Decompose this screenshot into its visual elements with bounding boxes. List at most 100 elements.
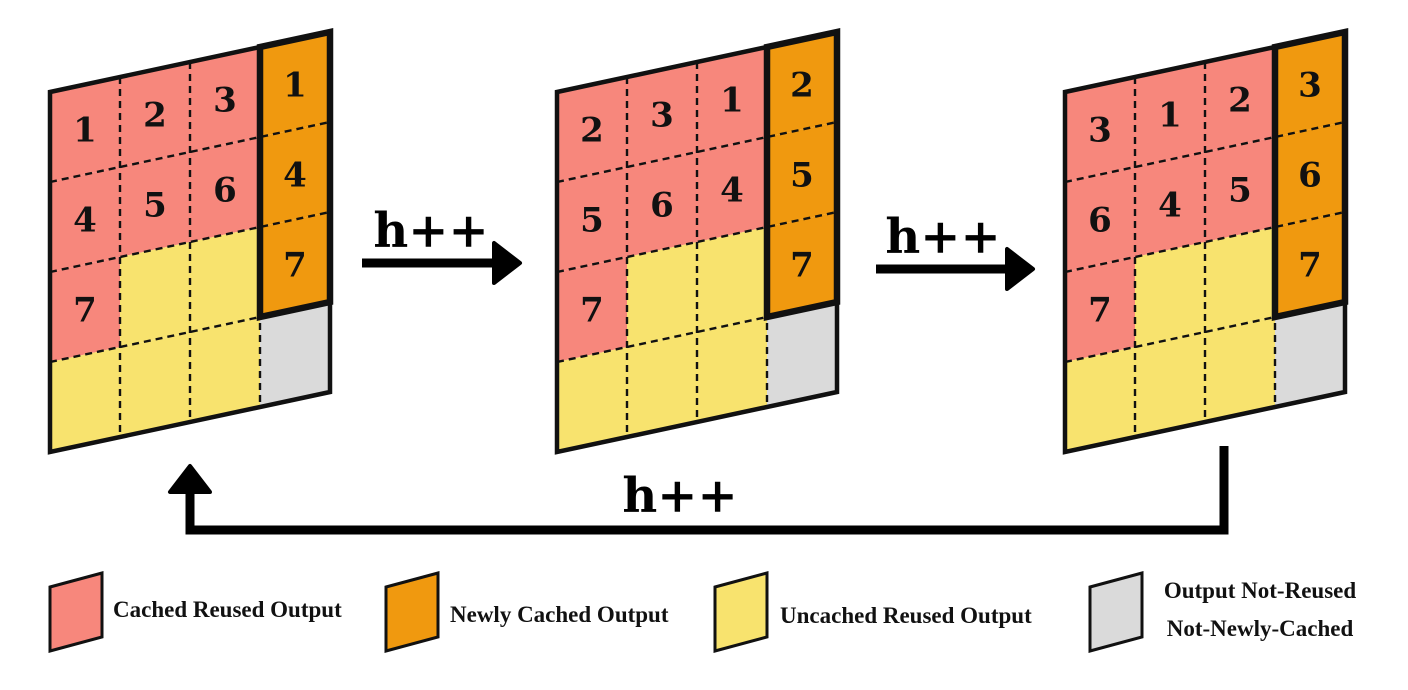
grid-cell-uncached-reused — [1135, 242, 1205, 347]
cell-number: 2 — [143, 96, 167, 136]
grid-cell-newly-cached — [260, 212, 330, 317]
step-arrow-1: h++ — [362, 203, 522, 285]
cell-number: 3 — [1088, 111, 1112, 151]
legend: Cached Reused Output Newly Cached Output U… — [48, 571, 1357, 653]
newly-cached-column-outline — [1271, 27, 1349, 322]
legend-item-uncached-reused: Uncached Reused Output — [713, 571, 1032, 653]
grid-cell-cached-reused — [50, 167, 120, 272]
arrowhead — [168, 464, 212, 494]
grid-cell-uncached-reused — [50, 347, 120, 452]
cell-number: 1 — [283, 66, 307, 106]
grid-cell-newly-cached — [1275, 212, 1345, 317]
grid-cell-uncached-reused — [697, 317, 767, 422]
legend-label: Output Not-Reused — [1164, 578, 1357, 603]
grid-cell-not-reused — [767, 302, 837, 407]
grid-cell-newly-cached — [767, 32, 837, 137]
grid-border — [47, 29, 333, 455]
cell-number: 1 — [1158, 96, 1182, 136]
grid-cell-uncached-reused — [190, 317, 260, 422]
arrowhead — [1005, 247, 1035, 291]
grid-border — [1062, 29, 1348, 455]
cell-number: 5 — [1228, 171, 1252, 211]
newly-cached-column-outline — [763, 27, 841, 322]
grid-cell-not-reused — [1275, 302, 1345, 407]
step-label: h++ — [622, 468, 737, 524]
grid-cell-newly-cached — [767, 212, 837, 317]
legend-swatch — [384, 571, 440, 653]
grid-cell-cached-reused — [697, 137, 767, 242]
grid-cell-uncached-reused — [190, 227, 260, 332]
cell-number: 5 — [143, 186, 167, 226]
grid-cell-newly-cached — [260, 32, 330, 137]
grid-cell-cached-reused — [1135, 152, 1205, 257]
grid-cell-uncached-reused — [697, 227, 767, 332]
cell-number: 6 — [650, 186, 674, 226]
grid-cell-cached-reused — [557, 77, 627, 182]
legend-label: Uncached Reused Output — [780, 603, 1032, 628]
cache-grid-panel-3: 3 1 2 3 6 4 5 6 7 7 — [1062, 27, 1349, 455]
cell-number: 7 — [580, 291, 604, 331]
grid-cell-cached-reused — [1135, 62, 1205, 167]
legend-label: Cached Reused Output — [113, 597, 342, 622]
cell-number: 6 — [1298, 156, 1322, 196]
grid-cell-cached-reused — [557, 167, 627, 272]
cell-number: 3 — [650, 96, 674, 136]
newly-cached-column-outline — [256, 27, 334, 322]
grid-cell-newly-cached — [1275, 32, 1345, 137]
cell-number: 5 — [580, 201, 604, 241]
cell-number: 2 — [580, 111, 604, 151]
grid-cell-newly-cached — [1275, 122, 1345, 227]
grid-cell-newly-cached — [260, 122, 330, 227]
step-arrow-return: h++ — [168, 446, 1229, 535]
legend-item-cached-reused: Cached Reused Output — [48, 571, 342, 653]
grid-cell-cached-reused — [1205, 137, 1275, 242]
grid-cell-cached-reused — [1065, 77, 1135, 182]
legend-swatch — [48, 571, 104, 653]
cell-number: 1 — [720, 81, 744, 121]
legend-swatch — [1088, 571, 1144, 653]
cell-number: 5 — [790, 156, 814, 196]
cell-number: 4 — [283, 156, 307, 196]
grid-cell-cached-reused — [1205, 47, 1275, 152]
step-label: h++ — [885, 209, 1000, 265]
grid-cell-uncached-reused — [120, 332, 190, 437]
grid-cell-cached-reused — [557, 257, 627, 362]
cell-number: 7 — [73, 291, 97, 331]
cell-number: 7 — [1298, 246, 1322, 286]
grid-border — [554, 29, 840, 455]
cell-number: 7 — [1088, 291, 1112, 331]
legend-label: Not-Newly-Cached — [1167, 616, 1354, 641]
grid-cell-cached-reused — [120, 62, 190, 167]
legend-label: Newly Cached Output — [450, 602, 669, 627]
grid-cell-cached-reused — [697, 47, 767, 152]
grid-cell-uncached-reused — [1205, 317, 1275, 422]
cell-number: 4 — [720, 171, 744, 211]
step-label: h++ — [373, 203, 488, 259]
legend-item-newly-cached: Newly Cached Output — [384, 571, 669, 653]
grid-cell-cached-reused — [50, 257, 120, 362]
grid-cell-uncached-reused — [627, 242, 697, 347]
grid-cell-uncached-reused — [1135, 332, 1205, 437]
grid-cell-cached-reused — [1065, 257, 1135, 362]
cell-number: 7 — [790, 246, 814, 286]
arrow-shaft — [185, 446, 1229, 535]
grid-cell-uncached-reused — [557, 347, 627, 452]
step-arrow-2: h++ — [876, 209, 1035, 291]
arrowhead — [492, 241, 522, 285]
cell-number: 3 — [1298, 66, 1322, 106]
grid-cell-uncached-reused — [1065, 347, 1135, 452]
cell-number: 3 — [213, 81, 237, 121]
grid-cell-cached-reused — [190, 47, 260, 152]
grid-cell-cached-reused — [627, 152, 697, 257]
cell-number: 2 — [1228, 81, 1252, 121]
grid-cell-cached-reused — [120, 152, 190, 257]
grid-cell-uncached-reused — [1205, 227, 1275, 332]
cell-number: 6 — [1088, 201, 1112, 241]
cell-number: 4 — [1158, 186, 1182, 226]
cell-number: 7 — [283, 246, 307, 286]
grid-cell-cached-reused — [190, 137, 260, 242]
